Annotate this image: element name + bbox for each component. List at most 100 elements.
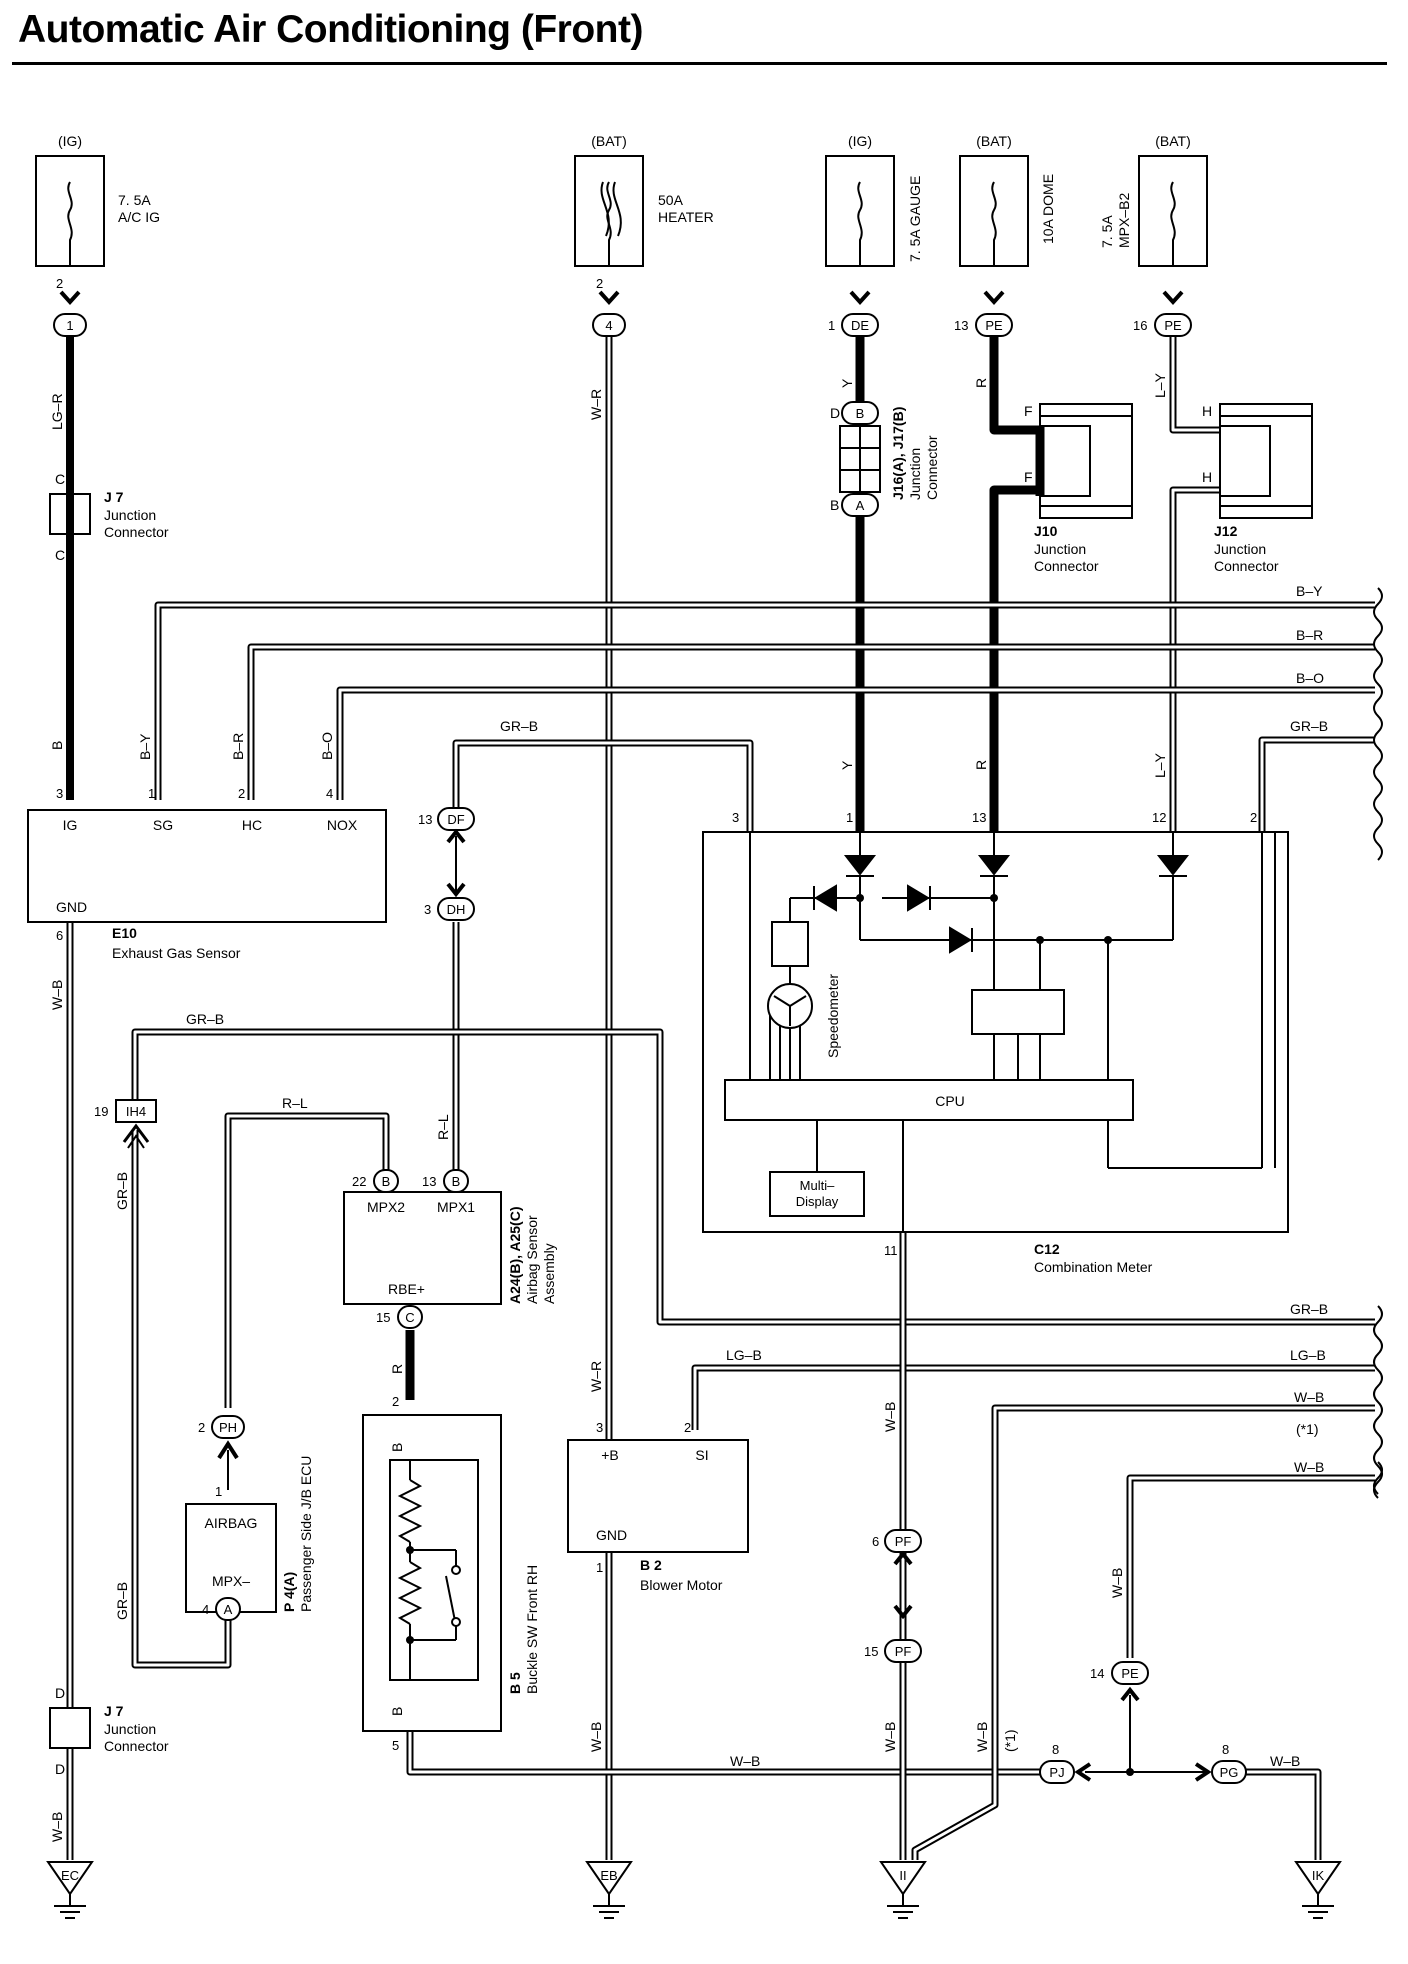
wire-label-r-buckle: R [389, 1364, 405, 1374]
svg-text:(BAT): (BAT) [1155, 133, 1191, 149]
wire-label-w-b-pe14: W–B [1109, 1568, 1125, 1598]
wire-label-b-r: B–R [1296, 627, 1323, 643]
svg-text:A: A [856, 498, 865, 513]
svg-text:Connector: Connector [1214, 558, 1279, 574]
svg-text:B: B [856, 406, 865, 421]
svg-text:F: F [1024, 403, 1033, 419]
svg-text:8: 8 [1222, 1742, 1229, 1757]
j7-top-junction-connector: C C J 7 Junction Connector [49, 471, 169, 563]
b2-blower-motor: 3 2 +B SI GND 1 B 2 Blower Motor [567, 1420, 749, 1593]
svg-text:22: 22 [352, 1174, 366, 1189]
svg-text:6: 6 [872, 1534, 879, 1549]
svg-text:13: 13 [954, 318, 968, 333]
svg-text:6: 6 [56, 928, 63, 943]
svg-text:DF: DF [447, 812, 464, 827]
svg-text:MPX–: MPX– [212, 1573, 250, 1589]
svg-text:PJ: PJ [1049, 1765, 1064, 1780]
svg-text:IH4: IH4 [126, 1104, 146, 1119]
wire-label-w-b-pj: W–B [730, 1753, 760, 1769]
svg-text:A/C IG: A/C IG [118, 209, 160, 225]
wire-label-b-y: B–Y [1296, 583, 1323, 599]
wire-label-l-y-top: L–Y [1152, 372, 1168, 398]
ground-ii: II [880, 1861, 926, 1919]
wire-label-star1-v: (*1) [1002, 1729, 1018, 1752]
svg-text:PE: PE [1121, 1666, 1139, 1681]
svg-text:RBE+: RBE+ [388, 1281, 425, 1297]
svg-text:10A DOME: 10A DOME [1040, 174, 1056, 244]
svg-text:Connector: Connector [1034, 558, 1099, 574]
svg-text:5: 5 [392, 1738, 399, 1753]
j7-bottom-junction-connector: D D J 7 Junction Connector [49, 1685, 169, 1777]
fuse-mpx-b2: (BAT) 7. 5A MPX–B2 16 [1099, 133, 1208, 333]
svg-text:AIRBAG: AIRBAG [205, 1515, 258, 1531]
svg-text:J16(A), J17(B): J16(A), J17(B) [890, 407, 906, 500]
svg-text:Combination Meter: Combination Meter [1034, 1259, 1153, 1275]
svg-text:1: 1 [66, 318, 73, 333]
svg-text:50A: 50A [658, 192, 684, 208]
svg-text:2: 2 [596, 276, 603, 291]
svg-text:2: 2 [198, 1420, 205, 1435]
svg-text:B 2: B 2 [640, 1557, 662, 1573]
svg-text:GND: GND [56, 899, 87, 915]
svg-text:PF: PF [895, 1534, 912, 1549]
pe14-pj-pg-connectors: PE 14 PJ 8 PG 8 [1039, 1661, 1247, 1784]
svg-text:D: D [55, 1685, 65, 1701]
svg-text:CPU: CPU [935, 1093, 965, 1109]
j12-junction-connector: H H J12 Junction Connector [1202, 403, 1313, 574]
c12-combination-meter: 3 1 13 12 2 11 [702, 810, 1289, 1275]
fuse-dome: (BAT) 10A DOME 13 [954, 133, 1056, 333]
svg-text:3: 3 [56, 786, 63, 801]
svg-text:Assembly: Assembly [541, 1243, 557, 1304]
ground-ec: EC [47, 1861, 93, 1919]
svg-text:P 4(A): P 4(A) [281, 1572, 297, 1612]
svg-text:MPX1: MPX1 [437, 1199, 475, 1215]
svg-text:1: 1 [596, 1560, 603, 1575]
top-connectors: 1 4 DE PE PE [53, 290, 1192, 337]
svg-text:(IG): (IG) [848, 133, 872, 149]
wire-label-r-l-vertical: R–L [435, 1114, 451, 1140]
ground-eb: EB [586, 1861, 632, 1919]
svg-text:Connector: Connector [104, 524, 169, 540]
j16-junction-connector: B D A B J16(A), J17(B) Junction Connecto… [830, 401, 940, 517]
svg-text:12: 12 [1152, 810, 1166, 825]
svg-text:PE: PE [985, 318, 1003, 333]
b5-buckle-switch: 2 B B 5 B 5 Buckle SW Front RH [362, 1394, 540, 1753]
wire-label-w-r-blower: W–R [588, 1361, 604, 1392]
svg-text:2: 2 [684, 1420, 691, 1435]
wire-label-lg-b-right: LG–B [1290, 1347, 1326, 1363]
svg-text:C12: C12 [1034, 1241, 1060, 1257]
wire-label-w-b-blower: W–B [588, 1722, 604, 1752]
svg-text:II: II [899, 1868, 906, 1883]
wire-label-r-top: R [973, 378, 989, 388]
svg-text:B: B [389, 1707, 405, 1716]
wire-label-b-o-vertical: B–O [319, 732, 335, 760]
svg-text:Passenger Side J/B ECU: Passenger Side J/B ECU [298, 1456, 314, 1612]
wire-label-gr-b-ih4: GR–B [186, 1011, 224, 1027]
svg-text:1: 1 [148, 786, 155, 801]
svg-text:14: 14 [1090, 1666, 1104, 1681]
fuse-heater: (BAT) 50A HEATER 2 [574, 133, 714, 291]
wire-label-w-b-pf: W–B [882, 1722, 898, 1752]
wire-label-b-y-vertical: B–Y [137, 733, 153, 760]
pf-connectors: PF 6 PF 15 [864, 1529, 922, 1663]
svg-text:J 7: J 7 [104, 1703, 124, 1719]
svg-text:Connector: Connector [104, 1738, 169, 1754]
wire-label-w-b-pg: W–B [1270, 1753, 1300, 1769]
title-rule [12, 62, 1387, 65]
svg-text:Airbag Sensor: Airbag Sensor [524, 1215, 540, 1304]
svg-text:SG: SG [153, 817, 173, 833]
svg-text:MPX2: MPX2 [367, 1199, 405, 1215]
svg-text:C: C [55, 471, 65, 487]
svg-text:Display: Display [796, 1194, 839, 1209]
svg-text:1: 1 [846, 810, 853, 825]
wire-label-w-b-star-v: W–B [974, 1722, 990, 1752]
svg-text:HEATER: HEATER [658, 209, 714, 225]
svg-text:J12: J12 [1214, 523, 1238, 539]
wire-label-gr-b-left2: GR–B [114, 1582, 130, 1620]
svg-text:16: 16 [1133, 318, 1147, 333]
svg-text:Exhaust Gas Sensor: Exhaust Gas Sensor [112, 945, 241, 961]
svg-text:11: 11 [884, 1243, 898, 1258]
wire-label-w-r-top: W–R [588, 389, 604, 420]
wire-label-w-b-star: W–B [1294, 1389, 1324, 1405]
svg-text:3: 3 [424, 902, 431, 917]
